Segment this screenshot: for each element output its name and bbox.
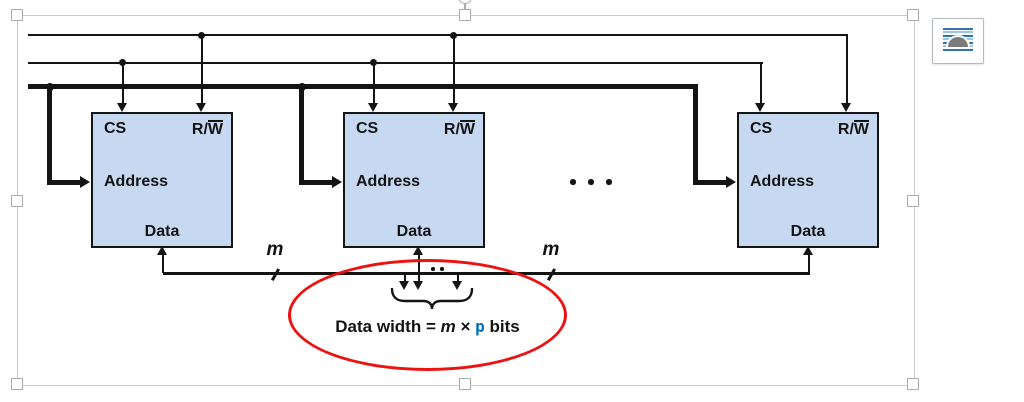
address-pin-label: Address (104, 173, 169, 190)
arrowhead-down (755, 103, 765, 112)
chip-select-line (28, 62, 763, 64)
arrowhead-right (332, 176, 342, 188)
ellipsis-dot (606, 179, 612, 185)
address-bus (28, 84, 697, 89)
junction-dot (370, 59, 377, 66)
address-branch (693, 84, 698, 183)
data-width-annotation: Data width = m × p bits (335, 317, 520, 336)
address-branch (299, 84, 304, 183)
address-branch (47, 84, 52, 183)
arrowhead-down (841, 103, 851, 112)
address-pin-label: Address (356, 173, 421, 190)
cs-pin-label: CS (356, 120, 379, 137)
memory-chip-1: CS R/W Address Data (91, 112, 233, 248)
cs-drop-line (760, 62, 762, 104)
cs-drop-line (122, 62, 124, 104)
ellipsis-dot (588, 179, 594, 185)
selection-handle-middle-right[interactable] (907, 195, 919, 207)
data-line (808, 253, 810, 273)
address-branch (299, 180, 334, 185)
ellipsis-dot (570, 179, 576, 185)
bus-width-label: m (266, 239, 284, 260)
arrowhead-down (368, 103, 378, 112)
arrowhead-down (117, 103, 127, 112)
data-line (162, 253, 164, 273)
junction-dot (198, 32, 205, 39)
data-pin-label: Data (144, 223, 180, 240)
cs-pin-label: CS (104, 120, 127, 137)
memory-chip-2: CS R/W Address Data (343, 112, 485, 248)
memory-chip-3: CS R/W Address Data (737, 112, 879, 248)
arrowhead-right (80, 176, 90, 188)
bus-width-label: m (542, 239, 560, 260)
selection-handle-middle-left[interactable] (11, 195, 23, 207)
selection-handle-top-middle[interactable] (459, 9, 471, 21)
cs-drop-line (373, 62, 375, 104)
address-branch (47, 180, 82, 185)
rw-drop-line (453, 35, 455, 104)
layout-options-icon (943, 27, 973, 55)
layout-options-button[interactable] (932, 18, 984, 64)
arrowhead-down (196, 103, 206, 112)
selection-handle-top-right[interactable] (907, 9, 919, 21)
junction-dot (46, 83, 54, 91)
cs-pin-label: CS (750, 120, 773, 137)
arrowhead-right (726, 176, 736, 188)
junction-dot (119, 59, 126, 66)
rw-drop-line (201, 35, 203, 104)
address-pin-label: Address (750, 173, 815, 190)
annotation-ellipse (288, 259, 567, 371)
arrowhead-up (157, 246, 167, 255)
rw-drop-line (846, 35, 848, 104)
rw-pin-label: R/W (443, 120, 475, 138)
data-pin-label: Data (790, 223, 826, 240)
read-write-line (28, 34, 848, 36)
wrap-object-shape (948, 36, 968, 47)
data-pin-label: Data (396, 223, 432, 240)
address-branch (693, 180, 728, 185)
selection-handle-bottom-middle[interactable] (459, 378, 471, 390)
arrowhead-down (448, 103, 458, 112)
rotation-handle-stem (464, 0, 466, 10)
rw-pin-label: R/W (837, 120, 869, 138)
arrowhead-up (803, 246, 813, 255)
p-variable: p (475, 317, 485, 336)
rw-pin-label: R/W (191, 120, 223, 138)
selection-handle-bottom-left[interactable] (11, 378, 23, 390)
selection-handle-top-left[interactable] (11, 9, 23, 21)
junction-dot (298, 83, 306, 91)
arrowhead-up (413, 246, 423, 255)
selection-handle-bottom-right[interactable] (907, 378, 919, 390)
junction-dot (450, 32, 457, 39)
rotation-handle-icon[interactable] (458, 0, 472, 4)
